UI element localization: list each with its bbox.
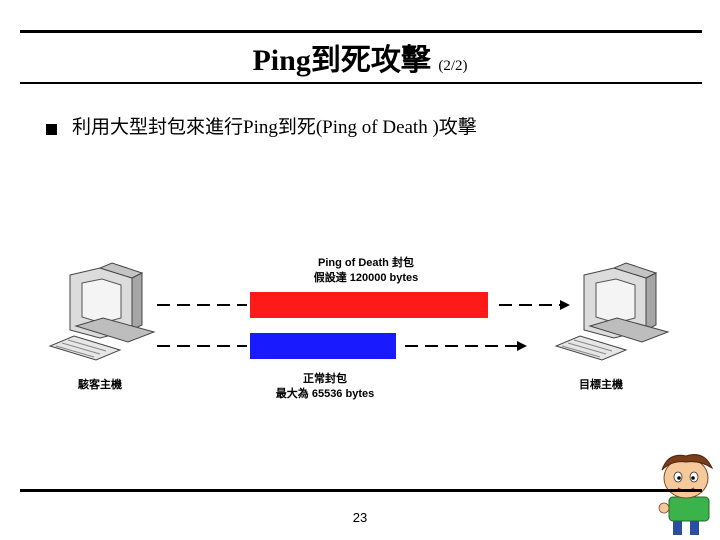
target-computer-icon [554,262,670,361]
title-rule [20,82,702,84]
bullet-text: 利用大型封包來進行Ping到死(Ping of Death )攻擊 [72,117,477,138]
hacker-computer-icon [48,262,156,361]
footer-rule [20,489,702,492]
arrowhead-upper-icon [560,300,570,310]
pod-label-line2: 假設達 120000 bytes [313,272,419,284]
mascot-icon [658,454,714,535]
slide-title: Ping到死攻擊 (2/2) [0,43,720,84]
arrowhead-lower-icon [517,341,527,351]
title-main: Ping到死攻擊 [252,44,431,77]
top-rule [20,30,702,33]
page-number: 23 [352,510,368,525]
pod-label-line1: Ping of Death 封包 [318,257,414,269]
bullet-marker [46,124,57,135]
normal-label-line1: 正常封包 [303,373,347,385]
ping-of-death-packet [250,292,488,318]
target-host-label: 目標主機 [579,379,623,391]
title-sub: (2/2) [438,58,468,74]
normal-label-line2: 最大為 65536 bytes [275,388,375,400]
hacker-host-label: 駭客主機 [78,379,122,391]
normal-packet [250,333,396,359]
